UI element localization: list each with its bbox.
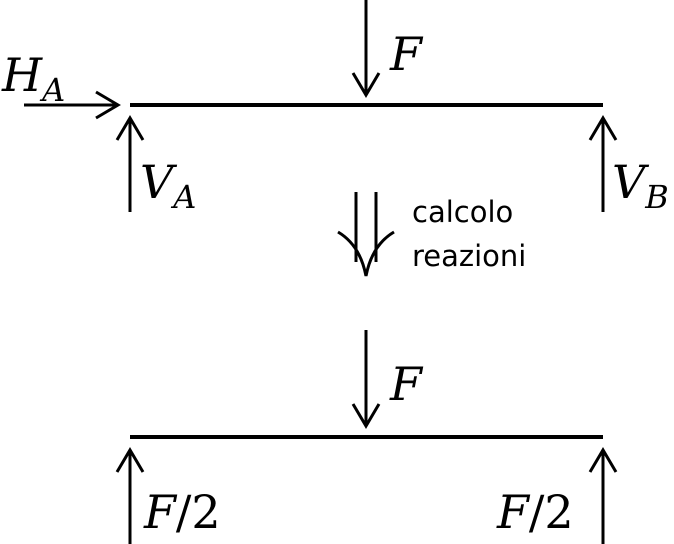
reaction-B-numerator: F [496, 485, 531, 539]
bottom-diagram: F F/2 F/2 [115, 330, 618, 544]
reaction-B-label: F/2 [496, 485, 574, 539]
reaction-A-label: F/2 [143, 485, 221, 539]
top-diagram: F HA VA VB [1, 0, 669, 216]
bottom-load-label: F [389, 357, 424, 411]
vertical-reaction-B-label: VB [612, 155, 669, 216]
reaction-A-slash: / [176, 485, 192, 539]
reaction-B-denominator: 2 [544, 485, 573, 539]
vertical-reaction-B-symbol: V [612, 155, 650, 209]
bottom-load-arrow [351, 330, 381, 429]
vertical-reaction-A-arrow [115, 115, 145, 212]
reaction-A-denominator: 2 [191, 485, 220, 539]
double-down-arrow-icon [337, 192, 395, 277]
top-load-arrow [351, 0, 381, 98]
reaction-A-arrow [115, 447, 145, 544]
horizontal-reaction-A-subscript: A [39, 71, 65, 109]
vertical-reaction-A-label: VA [140, 155, 196, 216]
horizontal-reaction-A-label: HA [1, 48, 65, 109]
vertical-reaction-B-arrow [588, 115, 618, 212]
transition-caption-line1: calcolo [412, 195, 513, 229]
horizontal-reaction-A-symbol: H [1, 48, 43, 102]
horizontal-reaction-A-arrow [24, 90, 121, 120]
reaction-A-numerator: F [143, 485, 178, 539]
vertical-reaction-A-subscript: A [170, 178, 196, 216]
transition-caption-line2: reazioni [412, 239, 526, 273]
reaction-B-arrow [588, 447, 618, 544]
top-load-label: F [389, 27, 424, 81]
vertical-reaction-B-subscript: B [644, 178, 669, 216]
transition: calcolo reazioni [337, 192, 526, 277]
reaction-B-slash: / [529, 485, 545, 539]
vertical-reaction-A-symbol: V [140, 155, 178, 209]
